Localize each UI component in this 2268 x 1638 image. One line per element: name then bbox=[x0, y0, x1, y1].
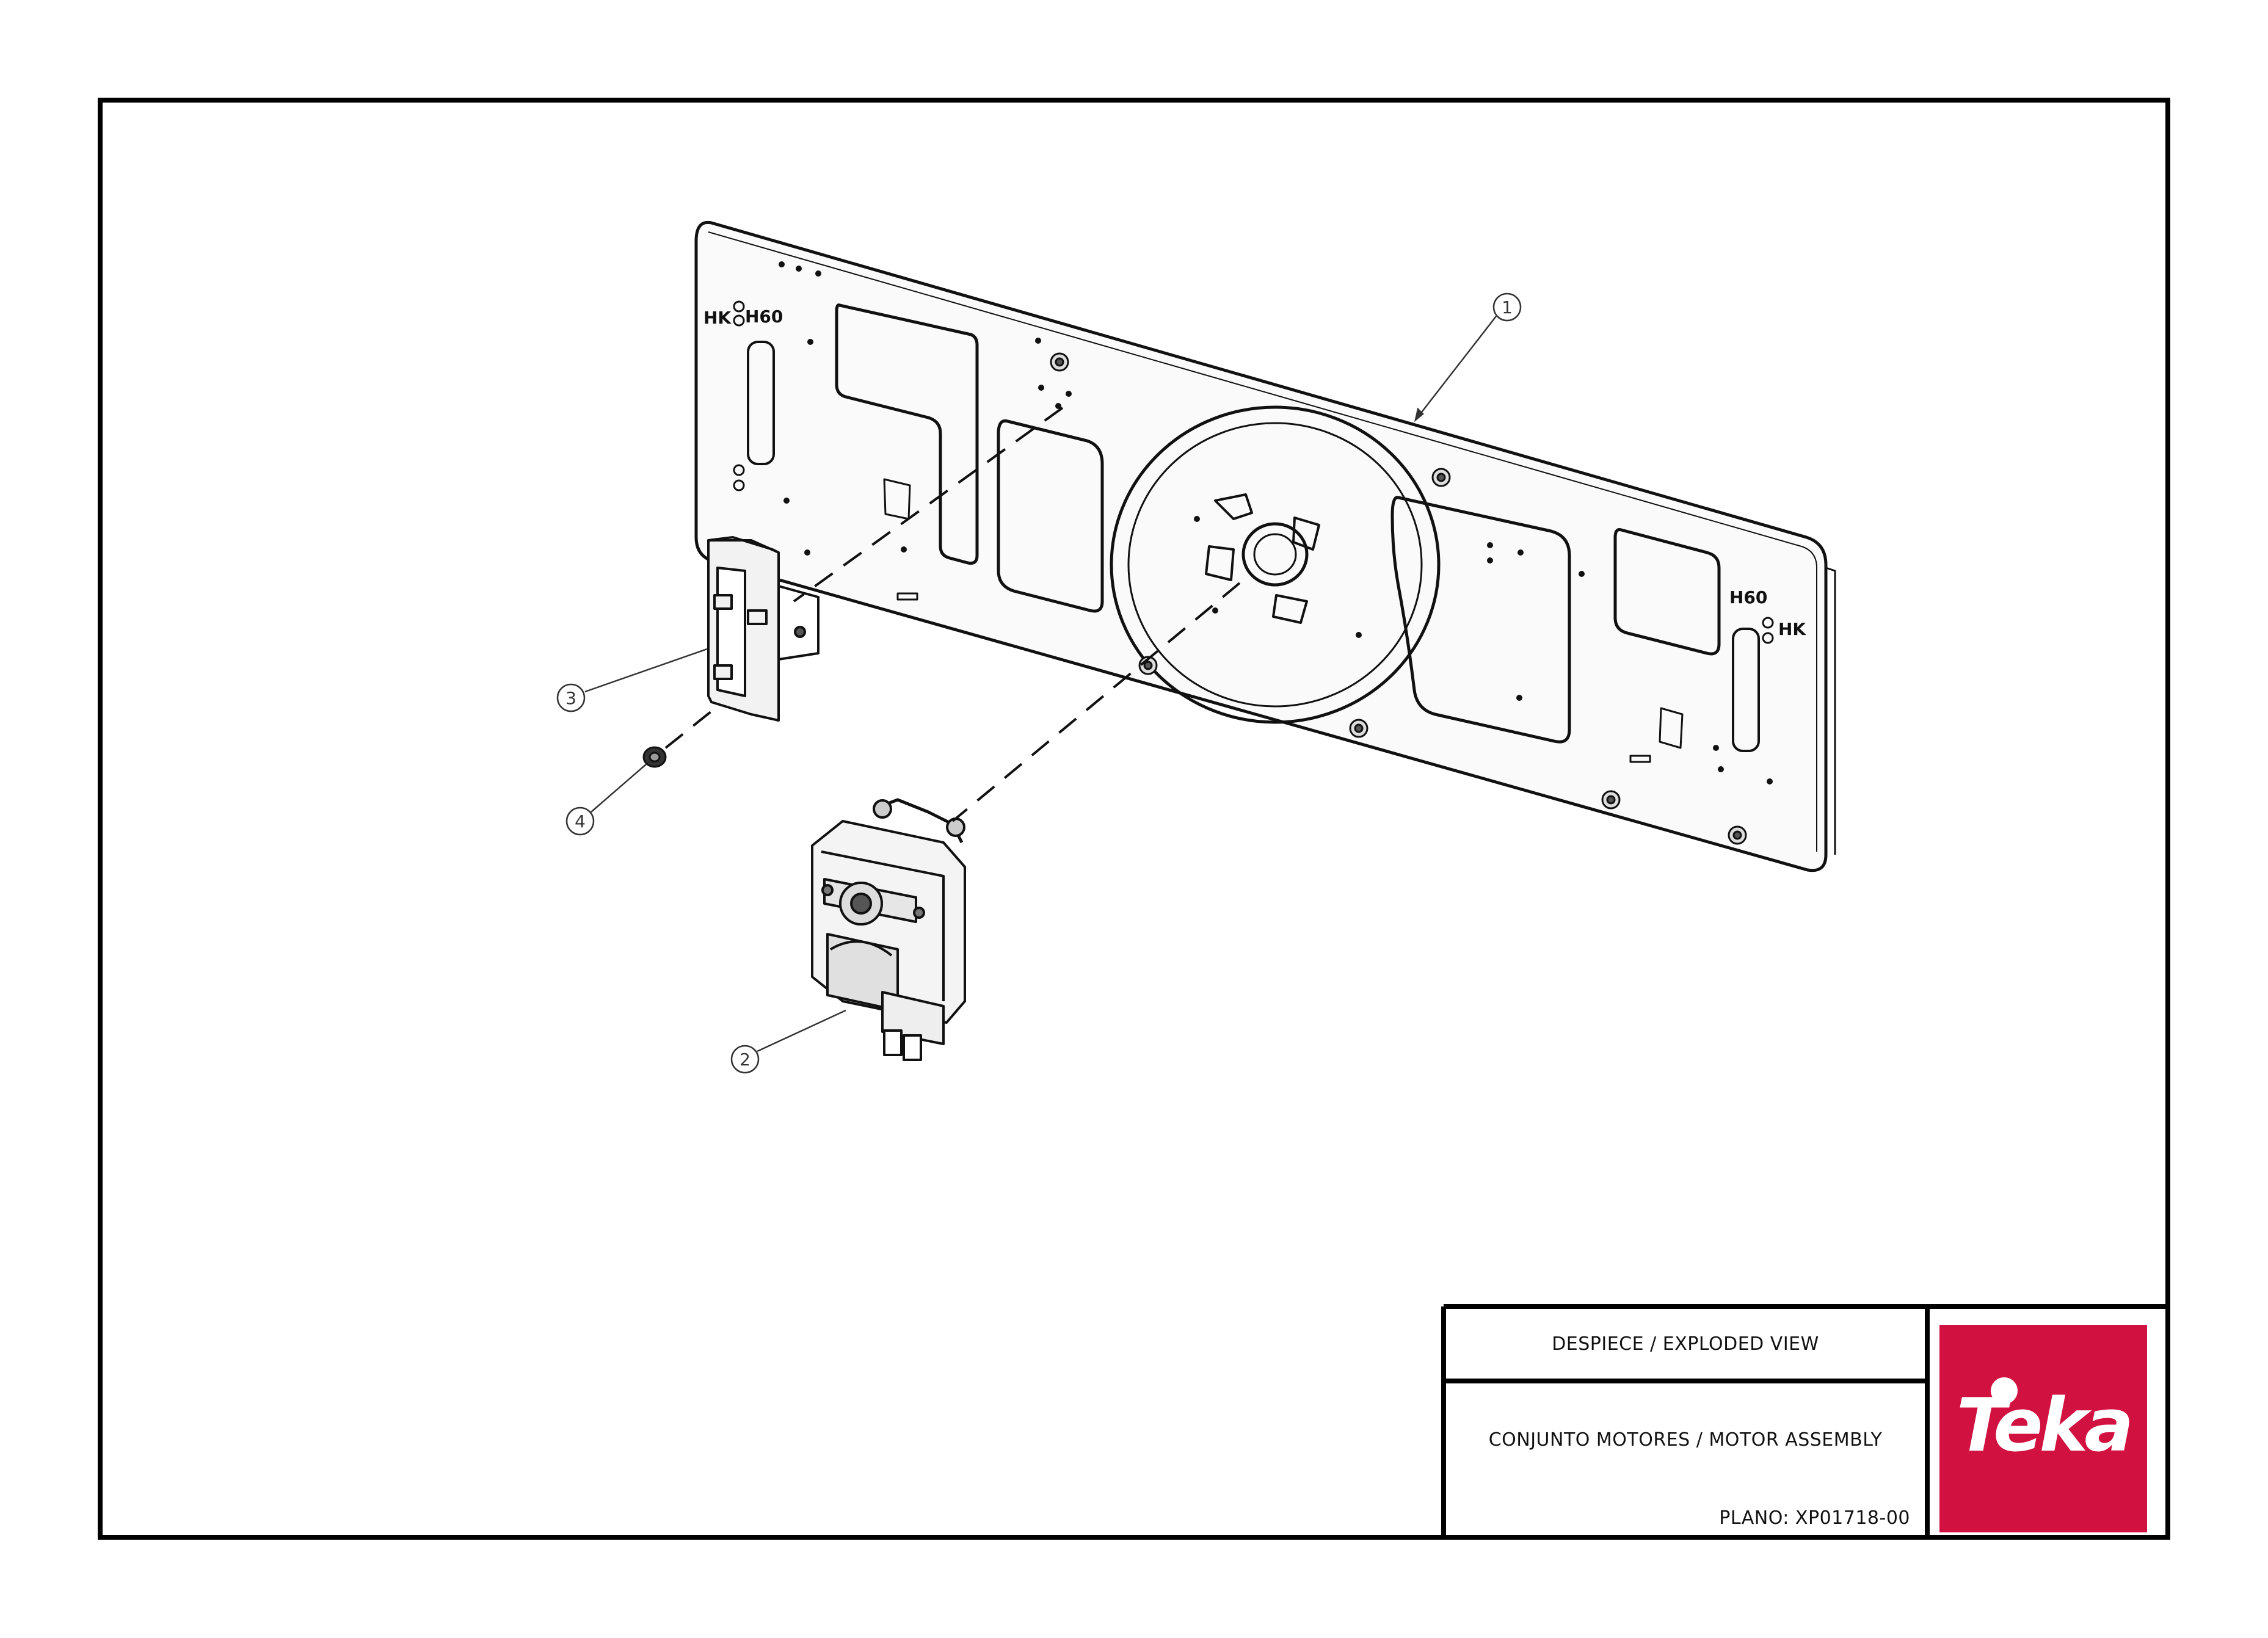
fan-motor-part bbox=[811, 798, 966, 1061]
teka-logo-text: Teka bbox=[1956, 1383, 2134, 1468]
callout-label-4: 4 bbox=[575, 811, 586, 832]
callout-2: 2 bbox=[730, 1009, 846, 1074]
assembly-line-screw bbox=[664, 710, 713, 749]
callouts: 1 2 3 4 bbox=[556, 292, 1522, 1074]
drawing-border bbox=[98, 98, 2170, 1540]
callout-3: 3 bbox=[556, 648, 708, 712]
assembly-lines bbox=[664, 407, 1241, 822]
screw-part bbox=[642, 746, 667, 768]
mounting-plate bbox=[694, 220, 1836, 872]
plate-marking-hk-left: HK bbox=[703, 308, 732, 328]
assembly-line-bracket bbox=[793, 407, 1064, 603]
callout-1: 1 bbox=[1414, 292, 1522, 422]
teka-logo-dot-icon bbox=[1991, 1377, 2018, 1404]
title-block-view-title: DESPIECE / EXPLODED VIEW bbox=[1552, 1333, 1819, 1355]
callout-label-3: 3 bbox=[565, 688, 576, 708]
plate-marking-hk-right: HK bbox=[1778, 619, 1806, 639]
assembly-line-motor bbox=[951, 582, 1241, 822]
plate-marking-h60-left: H60 bbox=[745, 306, 783, 327]
teka-logo: Teka bbox=[1939, 1325, 2147, 1532]
plate-marking-h60-right: H60 bbox=[1729, 587, 1767, 607]
plate-markings: HK H60 H60 HK bbox=[703, 306, 1806, 639]
callout-label-1: 1 bbox=[1502, 297, 1513, 317]
bracket-part bbox=[707, 536, 820, 722]
title-block-plano: PLANO: XP01718-00 bbox=[1719, 1507, 1910, 1529]
title-block-lines bbox=[1441, 1304, 2170, 1540]
title-block-assembly-title: CONJUNTO MOTORES / MOTOR ASSEMBLY bbox=[1488, 1429, 1883, 1451]
callout-4: 4 bbox=[565, 764, 647, 836]
callout-label-2: 2 bbox=[740, 1049, 751, 1070]
